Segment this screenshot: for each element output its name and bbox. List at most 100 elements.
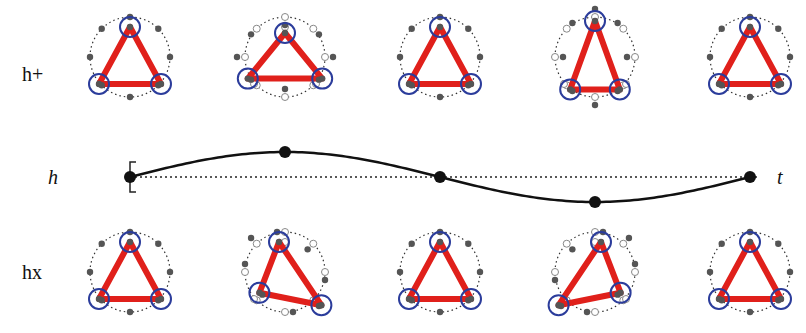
rest-position (592, 94, 599, 101)
test-mass (397, 54, 403, 60)
test-mass-ring (707, 229, 793, 315)
wave-dot (279, 146, 291, 158)
test-mass (747, 94, 753, 100)
mass-triangle (719, 242, 781, 299)
test-mass (248, 31, 254, 37)
test-mass (775, 241, 781, 247)
rest-position (552, 54, 559, 61)
mass-triangle (248, 33, 322, 79)
test-mass (560, 54, 566, 60)
test-mass (276, 239, 282, 245)
test-mass (617, 290, 623, 296)
rest-position (310, 240, 317, 247)
vertex-ring (269, 232, 289, 252)
vertex-ring (249, 283, 269, 303)
test-mass (719, 26, 725, 32)
mass-triangle (99, 242, 161, 299)
vertex-ring (461, 289, 481, 309)
test-mass (719, 241, 725, 247)
test-mass (87, 54, 93, 60)
vertex-ring (591, 232, 611, 252)
vertex-ring (740, 17, 760, 37)
vertex-ring (585, 11, 605, 31)
test-mass-ring (397, 229, 483, 315)
wave-dot (589, 196, 601, 208)
rest-position (322, 54, 329, 61)
test-mass (127, 239, 133, 245)
rest-position (563, 25, 570, 32)
test-mass (245, 75, 251, 81)
ring-outline (245, 17, 325, 97)
test-mass-ring (87, 14, 173, 100)
vertex-ring (709, 289, 729, 309)
ring-outline (400, 232, 480, 312)
test-mass (248, 235, 254, 241)
test-mass (437, 24, 443, 30)
test-mass (155, 241, 161, 247)
test-mass-ring (549, 229, 639, 316)
test-mass-ring (397, 14, 483, 100)
rest-position (322, 269, 329, 276)
test-mass (624, 54, 630, 60)
test-mass (437, 309, 443, 315)
test-mass (477, 54, 483, 60)
test-mass (626, 235, 632, 241)
test-mass (614, 20, 620, 26)
test-mass (569, 20, 575, 26)
test-mass (437, 94, 443, 100)
vertex-ring (709, 74, 729, 94)
test-mass (716, 81, 722, 87)
vertex-ring (430, 17, 450, 37)
ring-outline (400, 17, 480, 97)
vertex-ring (89, 289, 109, 309)
test-mass (592, 18, 598, 24)
test-mass (465, 26, 471, 32)
test-mass (406, 296, 412, 302)
test-mass (569, 246, 575, 252)
test-mass (167, 269, 173, 275)
mass-triangle (99, 27, 161, 84)
vertex-ring (611, 283, 631, 303)
rest-position (282, 94, 289, 101)
vertex-ring (610, 79, 630, 99)
test-mass (465, 241, 471, 247)
ring-outline (555, 17, 635, 97)
ring-outline (710, 17, 790, 97)
test-mass (158, 296, 164, 302)
vertex-ring (461, 74, 481, 94)
test-mass (316, 31, 322, 37)
rest-position (632, 269, 639, 276)
vertex-ring (151, 74, 171, 94)
ring-outline (90, 17, 170, 97)
rest-position (552, 269, 559, 276)
test-mass (96, 296, 102, 302)
test-mass (775, 26, 781, 32)
test-mass-ring (87, 229, 173, 315)
test-mass (158, 81, 164, 87)
test-mass-ring (552, 6, 639, 108)
rest-position (282, 309, 289, 316)
rest-position (620, 25, 627, 32)
test-mass (330, 54, 336, 60)
rest-position (242, 54, 249, 61)
test-mass (397, 269, 403, 275)
test-mass (716, 296, 722, 302)
mass-triangle (719, 27, 781, 84)
test-mass (99, 241, 105, 247)
test-mass (747, 309, 753, 315)
test-mass (127, 309, 133, 315)
test-mass (87, 269, 93, 275)
rest-position (242, 269, 249, 276)
test-mass (707, 54, 713, 60)
test-mass (242, 261, 248, 267)
vertex-ring (151, 289, 171, 309)
test-mass (127, 24, 133, 30)
test-mass (282, 86, 288, 92)
rest-position (592, 309, 599, 316)
vertex-ring (120, 232, 140, 252)
vertex-ring (740, 232, 760, 252)
test-mass (617, 86, 623, 92)
vertex-ring (238, 69, 258, 89)
rest-position (620, 240, 627, 247)
test-mass (584, 309, 590, 315)
